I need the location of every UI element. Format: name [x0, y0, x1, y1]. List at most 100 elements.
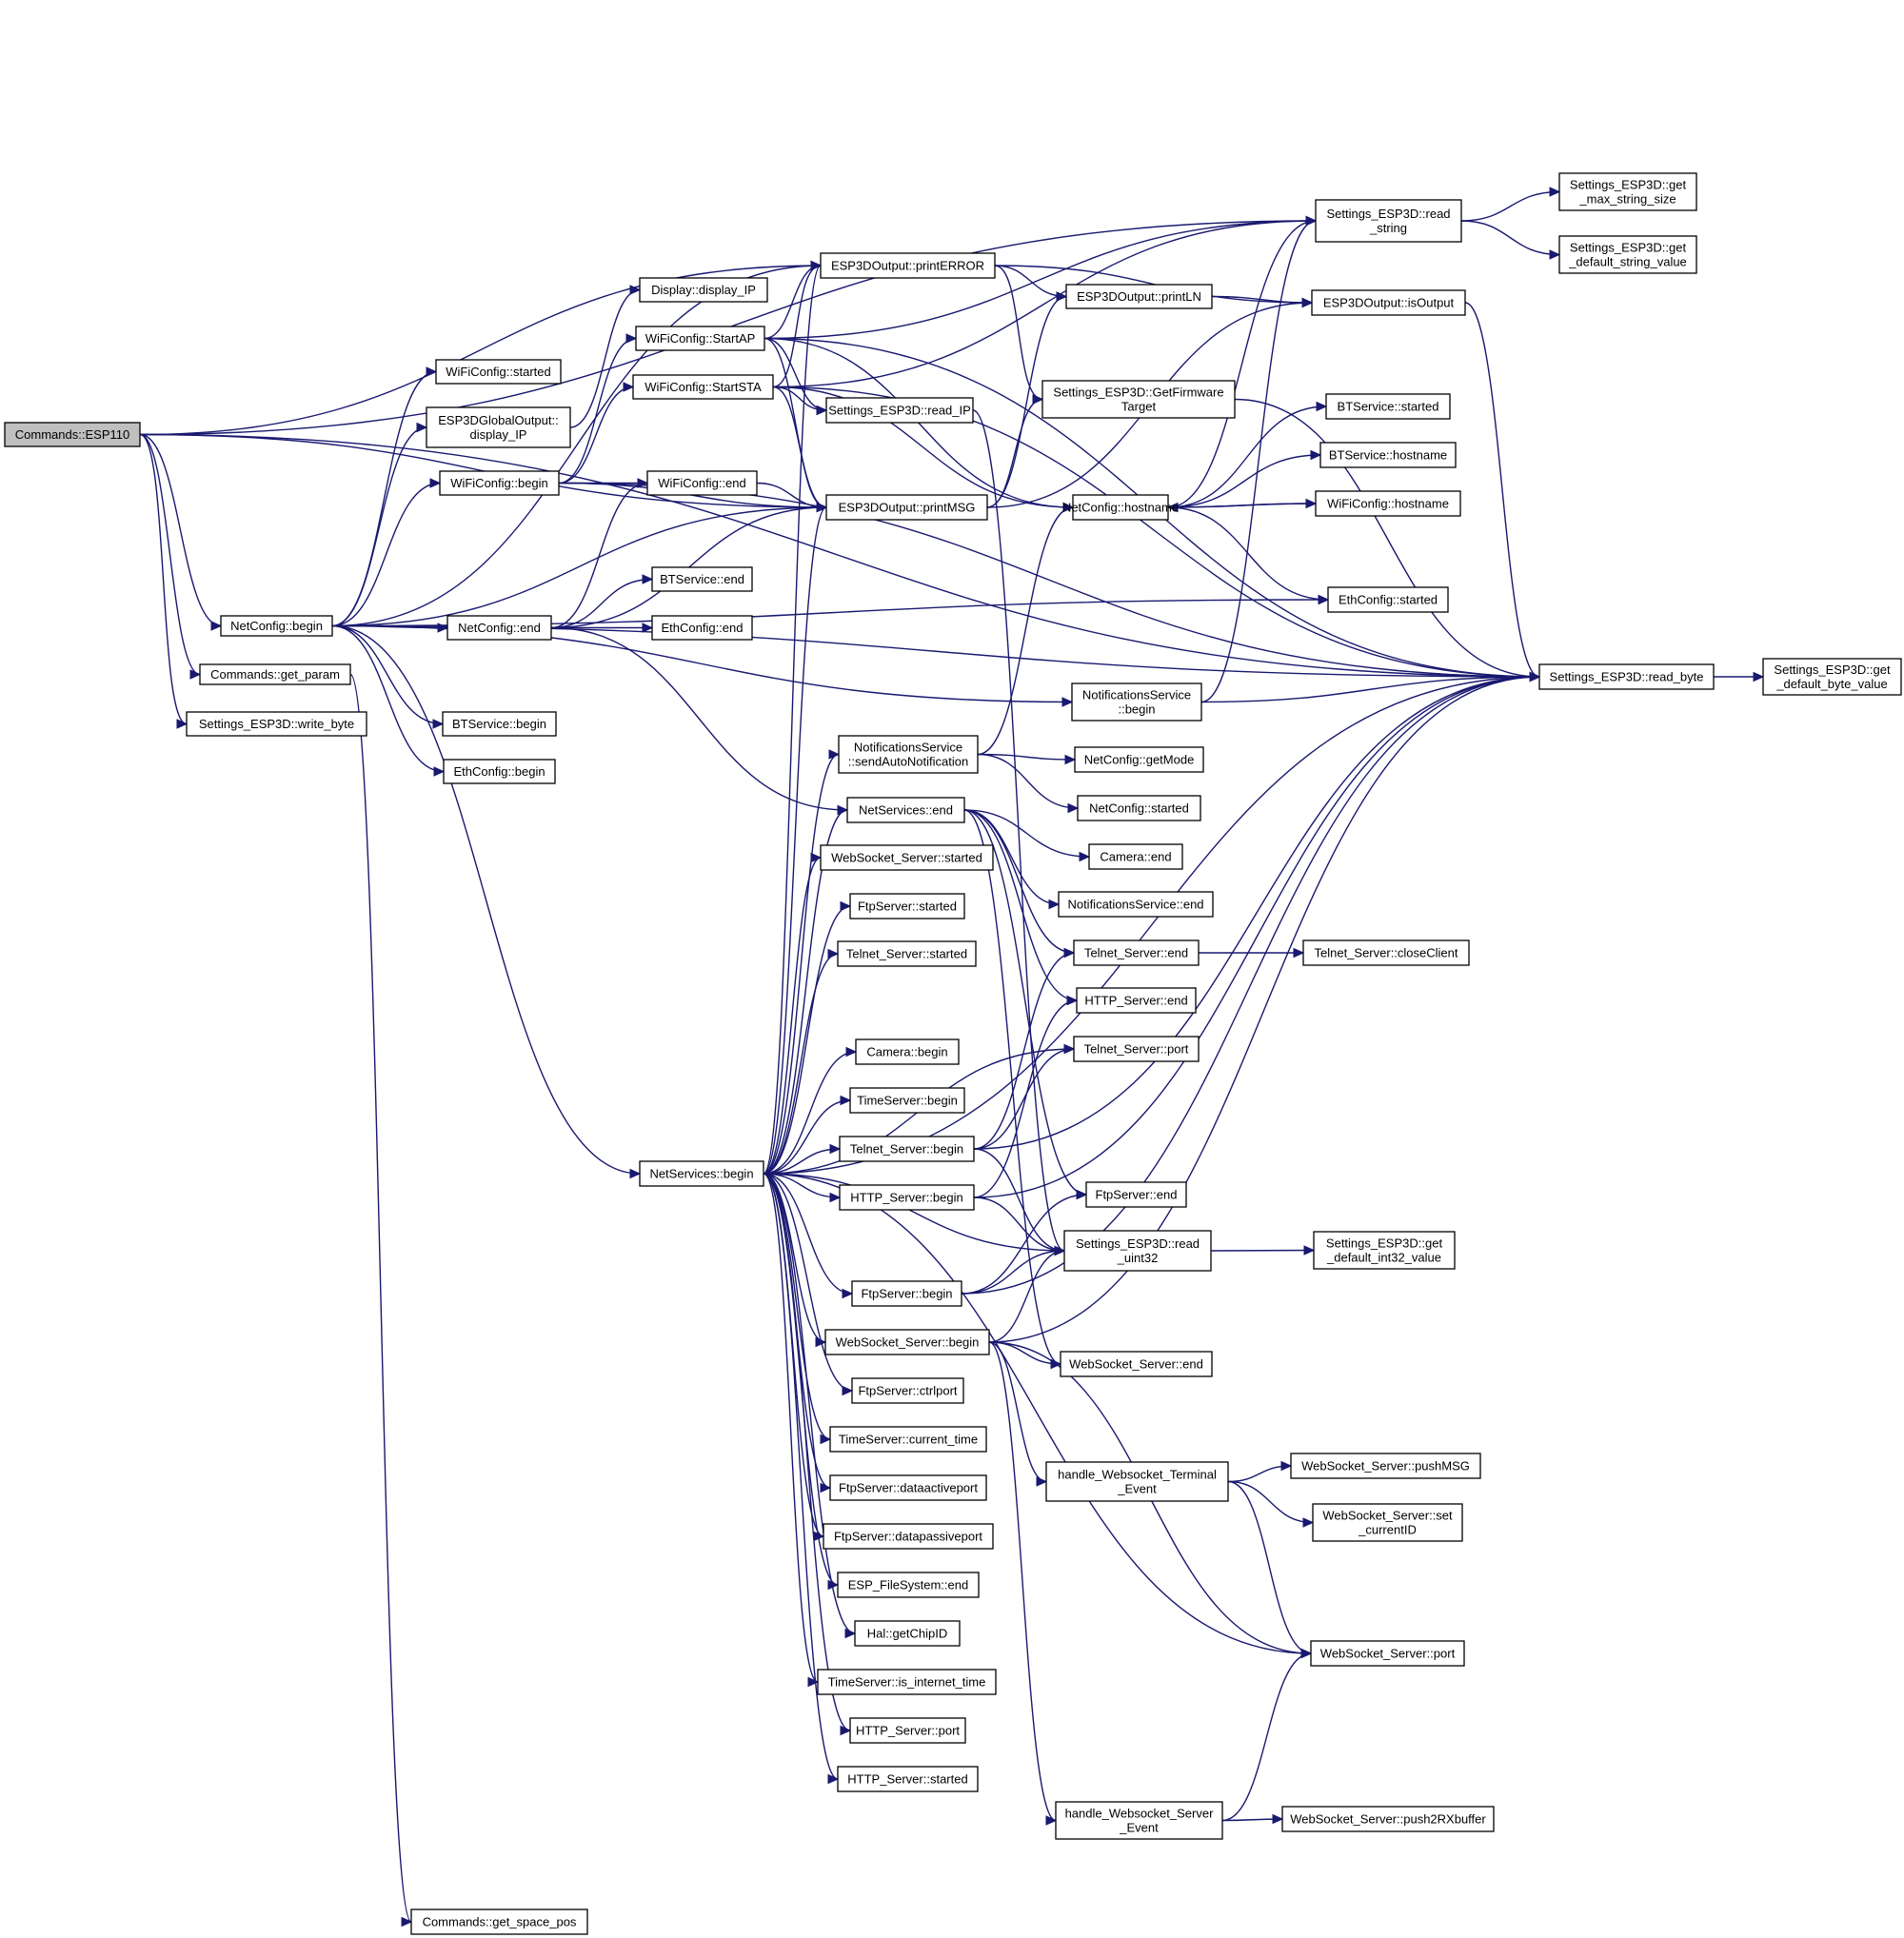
node-ethconfig-started[interactable]: EthConfig::started [1327, 586, 1449, 613]
node-wifi-end[interactable]: WiFiConfig::end [646, 470, 758, 496]
node-label: Settings_ESP3D::write_byte [199, 717, 354, 731]
node-timeserver-begin[interactable]: TimeServer::begin [849, 1087, 965, 1114]
node-box [1558, 172, 1697, 211]
node-get-default-byte-value[interactable]: Settings_ESP3D::get_default_byte_value [1762, 658, 1902, 696]
node-ftp-datapassiveport[interactable]: FtpServer::datapassiveport [823, 1523, 994, 1550]
call-edge-netservices_end-to-websocket_end [963, 809, 1061, 1365]
node-wifi-started[interactable]: WiFiConfig::started [435, 359, 562, 385]
node-esp110[interactable]: Commands::ESP110 [4, 422, 141, 447]
node-http-port[interactable]: HTTP_Server::port [849, 1717, 966, 1744]
node-notif-end[interactable]: NotificationsService::end [1058, 891, 1214, 918]
node-notif-sendauto[interactable]: NotificationsService::sendAutoNotificati… [838, 735, 979, 774]
node-http-end[interactable]: HTTP_Server::end [1076, 987, 1197, 1014]
node-read-byte[interactable]: Settings_ESP3D::read_byte [1538, 663, 1715, 690]
node-wifi-hostname[interactable]: WiFiConfig::hostname [1315, 490, 1461, 517]
node-box [839, 1136, 975, 1162]
node-btservice-started[interactable]: BTService::started [1325, 393, 1451, 420]
node-netconfig-begin[interactable]: NetConfig::begin [220, 615, 333, 637]
node-camera-end[interactable]: Camera::end [1088, 843, 1183, 870]
node-telnet-begin[interactable]: Telnet_Server::begin [839, 1136, 975, 1162]
node-netservices-begin[interactable]: NetServices::begin [639, 1160, 764, 1187]
call-edge-netservices_begin-to-timeserver_current_time [763, 1173, 831, 1440]
node-btservice-hostname[interactable]: BTService::hostname [1319, 442, 1457, 468]
node-http-begin[interactable]: HTTP_Server::begin [839, 1184, 975, 1211]
node-btservice-begin[interactable]: BTService::begin [442, 711, 557, 737]
node-telnet-started[interactable]: Telnet_Server::started [837, 940, 977, 967]
node-read-ip[interactable]: Settings_ESP3D::read_IP [825, 397, 974, 424]
node-label: ESP3DOutput::printERROR [831, 259, 984, 273]
node-netconfig-end[interactable]: NetConfig::end [446, 615, 552, 641]
node-box [829, 1474, 987, 1501]
node-netservices-end[interactable]: NetServices::end [846, 797, 965, 823]
node-label: Telnet_Server::started [846, 947, 967, 961]
node-printmsg[interactable]: ESP3DOutput::printMSG [825, 494, 988, 521]
node-label: _Event [1117, 1482, 1157, 1496]
node-box [1762, 658, 1902, 696]
node-get-param[interactable]: Commands::get_param [199, 663, 351, 685]
node-ftp-end[interactable]: FtpServer::end [1085, 1181, 1187, 1208]
node-box [1085, 1181, 1187, 1208]
node-println[interactable]: ESP3DOutput::printLN [1065, 284, 1213, 309]
arrowhead [637, 478, 649, 488]
node-label: _Event [1119, 1821, 1159, 1835]
node-fs-end[interactable]: ESP_FileSystem::end [837, 1572, 980, 1598]
node-telnet-end[interactable]: Telnet_Server::end [1073, 939, 1200, 966]
node-isoutput[interactable]: ESP3DOutput::isOutput [1311, 289, 1466, 316]
arrowhead [1549, 187, 1561, 197]
node-ws-pushmsg[interactable]: WebSocket_Server::pushMSG [1290, 1453, 1481, 1479]
node-label: Telnet_Server::closeClient [1314, 946, 1458, 960]
node-startsta[interactable]: WiFiConfig::StartSTA [632, 374, 774, 400]
call-edge-ftp_begin-to-ftp_end [961, 1194, 1087, 1295]
call-edge-netservices_begin-to-read_uint32 [763, 1173, 1065, 1252]
node-ethconfig-begin[interactable]: EthConfig::begin [443, 759, 556, 784]
node-handle-ws-terminal[interactable]: handle_Websocket_Terminal_Event [1045, 1461, 1229, 1502]
node-get-max-string-size[interactable]: Settings_ESP3D::get_max_string_size [1558, 172, 1697, 211]
node-box [1074, 746, 1204, 773]
node-display-ip[interactable]: Display::display_IP [639, 277, 768, 303]
node-read-string[interactable]: Settings_ESP3D::read_string [1315, 199, 1462, 243]
node-netconfig-hostname[interactable]: NetConfig::hostname [1062, 494, 1179, 521]
call-edge-netconfig_begin-to-wifi_begin [331, 482, 441, 627]
arrowhead [845, 1046, 858, 1058]
node-websocket-begin[interactable]: WebSocket_Server::begin [824, 1329, 990, 1355]
node-get-default-int32-value[interactable]: Settings_ESP3D::get_default_int32_value [1313, 1231, 1456, 1270]
node-ws-set-currentid[interactable]: WebSocket_Server::set_currentID [1312, 1503, 1463, 1542]
node-globaloutput-display-ip[interactable]: ESP3DGlobalOutput::display_IP [426, 406, 571, 448]
node-ws-port[interactable]: WebSocket_Server::port [1310, 1640, 1465, 1667]
node-ws-push2rxbuffer[interactable]: WebSocket_Server::push2RXbuffer [1281, 1806, 1495, 1832]
node-timeserver-current-time[interactable]: TimeServer::current_time [829, 1426, 987, 1453]
node-websocket-end[interactable]: WebSocket_Server::end [1060, 1351, 1213, 1377]
node-printerror[interactable]: ESP3DOutput::printERROR [820, 252, 996, 279]
node-box [839, 1184, 975, 1211]
node-ftp-started[interactable]: FtpServer::started [849, 893, 965, 920]
node-hal-getchipid[interactable]: Hal::getChipID [854, 1620, 961, 1647]
node-label: ESP3DOutput::printMSG [839, 501, 976, 515]
node-ftp-ctrlport[interactable]: FtpServer::ctrlport [851, 1377, 964, 1404]
node-telnet-port[interactable]: Telnet_Server::port [1073, 1036, 1200, 1062]
node-websocket-started[interactable]: WebSocket_Server::started [820, 844, 994, 871]
arrowhead [1753, 671, 1765, 682]
node-wifi-begin[interactable]: WiFiConfig::begin [439, 470, 560, 496]
node-ethconfig-end[interactable]: EthConfig::end [651, 615, 753, 641]
node-get-default-string-value[interactable]: Settings_ESP3D::get_default_string_value [1558, 235, 1697, 274]
node-ftp-begin[interactable]: FtpServer::begin [851, 1280, 962, 1307]
node-box [1073, 939, 1200, 966]
node-read-uint32[interactable]: Settings_ESP3D::read_uint32 [1063, 1230, 1212, 1272]
node-startap[interactable]: WiFiConfig::StartAP [635, 326, 765, 351]
node-handle-ws-server[interactable]: handle_Websocket_Server_Event [1055, 1801, 1223, 1840]
node-get-space-pos[interactable]: Commands::get_space_pos [410, 1908, 588, 1935]
node-netconfig-started[interactable]: NetConfig::started [1077, 795, 1201, 821]
node-ftp-dataactiveport[interactable]: FtpServer::dataactiveport [829, 1474, 987, 1501]
call-edge-netconfig_begin-to-wifi_started [331, 370, 437, 627]
node-timeserver-is-internet-time[interactable]: TimeServer::is_internet_time [817, 1669, 997, 1695]
arrowhead [840, 1725, 852, 1736]
node-telnet-closeclient[interactable]: Telnet_Server::closeClient [1302, 939, 1470, 966]
node-write-byte[interactable]: Settings_ESP3D::write_byte [186, 711, 367, 737]
call-edge-esp110-to-netconfig_begin [139, 433, 222, 627]
node-notif-begin[interactable]: NotificationsService::begin [1071, 682, 1202, 722]
node-camera-begin[interactable]: Camera::begin [855, 1038, 960, 1065]
node-btservice-end[interactable]: BTService::end [651, 566, 753, 592]
node-netconfig-getmode[interactable]: NetConfig::getMode [1074, 746, 1204, 773]
node-http-started[interactable]: HTTP_Server::started [837, 1766, 979, 1792]
